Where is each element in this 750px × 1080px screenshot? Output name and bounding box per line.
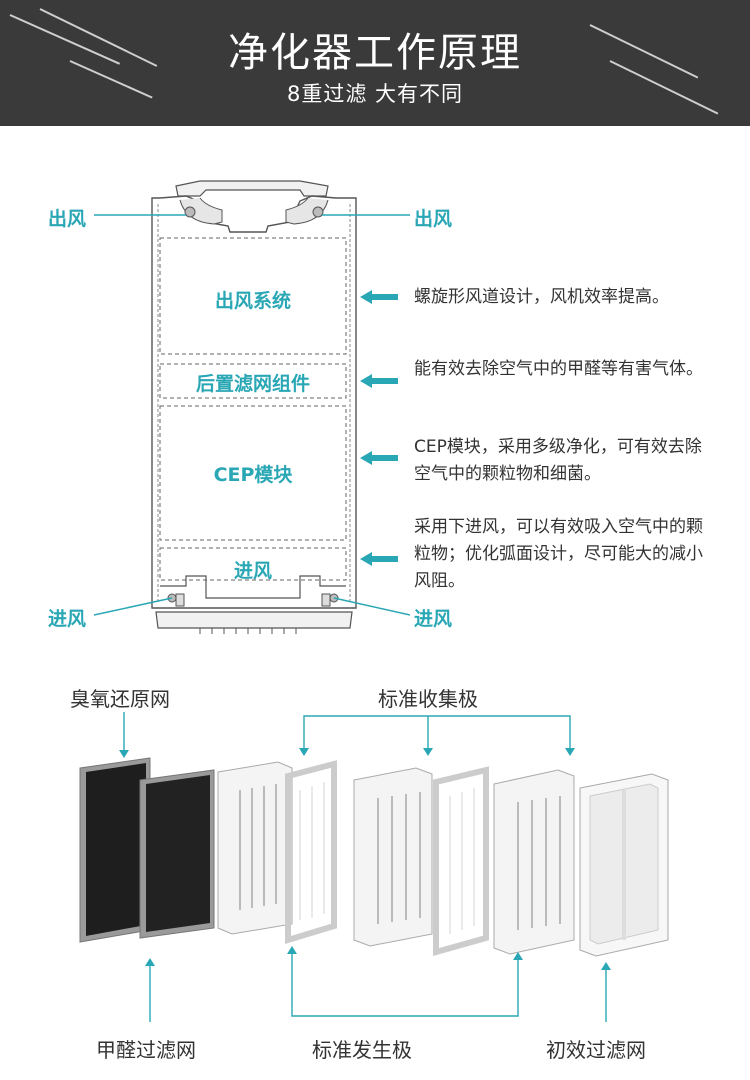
- desc-inlet: 采用下进风，可以有效吸入空气中的颗粒物；优化弧面设计，尽可能大的减小风阻。: [414, 517, 703, 591]
- arrow-left-icon: [360, 290, 398, 566]
- inlet-label-left: 进风: [48, 608, 87, 630]
- zone-label-cep-module: CEP模块: [213, 464, 293, 486]
- base: [155, 611, 353, 629]
- page-title: 净化器工作原理: [228, 30, 522, 76]
- desc-cep-module: CEP模块，采用多级净化，可有效去除空气中的颗粒物和细菌。: [414, 437, 702, 484]
- zone-outlet-system: [159, 237, 347, 355]
- collector-plate-3: [493, 769, 575, 955]
- body-outline: [151, 195, 357, 609]
- zone-cep-module: [159, 405, 347, 541]
- zone-label-outlet-system: 出风系统: [214, 290, 291, 312]
- label-standard-generator: 标准发生极: [312, 1038, 412, 1062]
- filter-callouts: [123, 712, 607, 1022]
- inlet-label-right: 进风: [414, 608, 453, 630]
- desc-outlet-system: 螺旋形风道设计，风机效率提高。: [414, 287, 669, 307]
- zone-rear-filter: [159, 363, 347, 399]
- label-standard-collector: 标准收集极: [378, 687, 478, 711]
- top-cap: [175, 180, 329, 197]
- outlet-label-left: 出风: [48, 208, 87, 230]
- outlet-label-right: 出风: [414, 208, 453, 230]
- zone-inlet: [159, 547, 347, 581]
- label-ozone-reduction-net: 臭氧还原网: [70, 687, 170, 711]
- collector-plate-1: [217, 761, 293, 935]
- zone-label-inlet: 进风: [233, 560, 272, 582]
- page-subtitle: 8重过滤 大有不同: [286, 82, 464, 106]
- label-primary-filter: 初效过滤网: [546, 1038, 646, 1062]
- zone-label-rear-filter: 后置滤网组件: [195, 373, 310, 395]
- bottom-chassis: [160, 575, 346, 599]
- generator-frame-2: [433, 766, 489, 956]
- collector-plate-2: [353, 767, 433, 947]
- arrow-down-icon: [119, 748, 575, 758]
- label-formaldehyde-filter: 甲醛过滤网: [96, 1038, 196, 1062]
- header-banner: 净化器工作原理 8重过滤 大有不同: [0, 0, 750, 126]
- desc-rear-filter: 能有效去除空气中的甲醛等有害气体。: [414, 359, 703, 379]
- generator-frame-1: [285, 760, 337, 945]
- primary-filter-panel: [579, 773, 669, 957]
- arrow-up-icon: [145, 946, 611, 970]
